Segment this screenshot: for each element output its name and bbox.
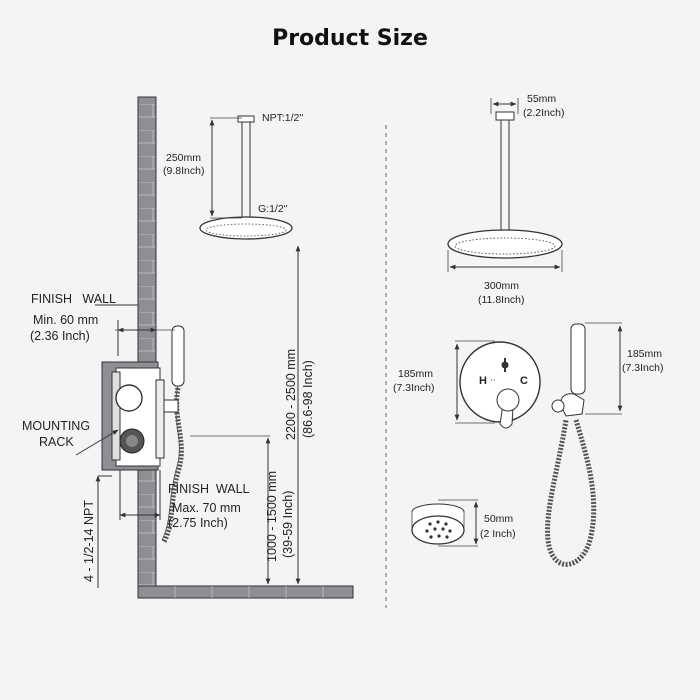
head-diameter-mm: 300mm: [484, 280, 519, 292]
min-depth-in: (2.36 Inch): [30, 329, 90, 343]
valve-height-in: (39-59 Inch): [281, 491, 295, 558]
body-jet-nozzles: [425, 520, 452, 539]
npt-thread-label: NPT:1/2'': [262, 112, 303, 124]
mounting-rack-label-2: RACK: [39, 435, 74, 449]
hot-label: H: [479, 375, 487, 387]
valve-upper-knob: [115, 384, 143, 412]
arm-diameter-mm: 55mm: [527, 93, 556, 105]
hand-shower-left: [171, 325, 185, 387]
jet-diameter-in: (2 Inch): [480, 528, 516, 540]
finish-wall-top-label: FINISH WALL: [31, 292, 116, 306]
shower-arm-right: [500, 119, 510, 233]
shower-head-left: [199, 216, 293, 240]
arm-length-in: (9.8Inch): [163, 165, 204, 177]
body-jet: [411, 515, 465, 545]
arm-length-mm: 250mm: [166, 152, 201, 164]
wall: [137, 96, 157, 598]
g-thread-label: G:1/2'': [258, 203, 288, 215]
plate-height-in: (7.3Inch): [393, 382, 434, 394]
floor: [137, 585, 354, 599]
head-height-mm: 2200 - 2500 mm: [284, 349, 298, 440]
hand-shower-right: [570, 323, 586, 395]
wall-installation-view: NPT:1/2'' 250mm (9.8Inch) G:1/2'' FINISH…: [22, 96, 354, 599]
handheld-height-in: (7.3Inch): [622, 362, 663, 374]
head-diameter-in: (11.8Inch): [478, 294, 525, 306]
max-depth-in: (2.75 Inch): [168, 516, 228, 530]
components-view: 55mm (2.2Inch) 300mm (11.8Inch) H ⋅⋅ C 1…: [393, 93, 663, 567]
mounting-rack-label-1: MOUNTING: [22, 419, 90, 433]
jet-diameter-mm: 50mm: [484, 513, 513, 525]
cold-label: C: [520, 375, 528, 387]
max-depth-mm: Max. 70 mm: [172, 501, 241, 515]
shower-arm-left: [241, 117, 251, 223]
arm-diameter-in: (2.2Inch): [523, 107, 564, 119]
valve-height-mm: 1000 - 1500 mm: [265, 471, 279, 562]
npt-side-label: 4 - 1/2-14 NPT: [82, 500, 96, 582]
valve-trim-plate: [459, 341, 541, 423]
svg-text:⋅⋅: ⋅⋅: [490, 375, 496, 385]
plate-height-mm: 185mm: [398, 368, 433, 380]
finish-wall-bottom-label: FINISH WALL: [168, 482, 250, 496]
shower-head-right: [447, 229, 563, 259]
page-title: Product Size: [272, 26, 428, 51]
handheld-height-mm: 185mm: [627, 348, 662, 360]
min-depth-mm: Min. 60 mm: [33, 313, 98, 327]
head-height-in: (86.6-98 Inch): [301, 360, 315, 438]
